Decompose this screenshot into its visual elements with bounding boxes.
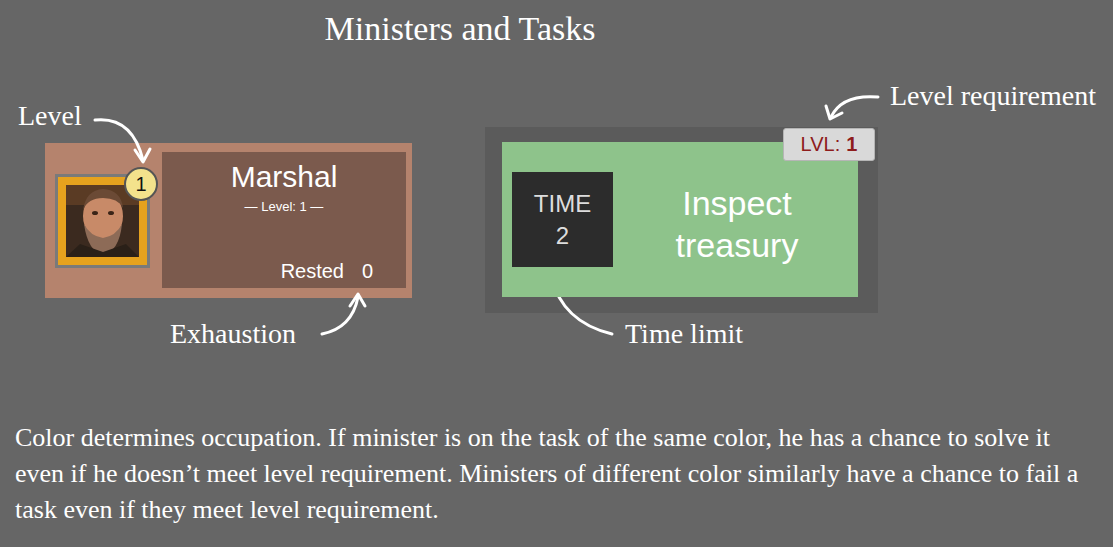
node-text: Rested [281,260,344,283]
annotation-label: Level [18,100,82,132]
node-text: 2 [512,222,613,250]
annotation-label: Exhaustion [170,318,296,350]
node-text: LVL: [801,133,841,156]
node-text: 1 [846,133,857,156]
level-requirement-badge: LVL:1 [783,128,875,161]
task-frame [485,127,878,313]
task-card: Inspect treasury TIME 2 [502,142,858,297]
node-text: 1 [135,173,146,196]
caption-note: Color determines occupation. If minister… [15,420,1085,528]
node-text: TIME [512,190,613,218]
node-text: Inspect treasury [627,182,847,266]
node-text: — Level: 1 — [162,199,406,214]
title: Ministers and Tasks [0,10,920,48]
level-badge: 1 [124,167,158,201]
time-box: TIME 2 [512,172,613,267]
node-text: Marshal [162,160,406,194]
minister-panel: Marshal — Level: 1 — Rested 0 [162,152,406,288]
node-text: 0 [362,260,373,283]
annotation-label: Level requirement [890,80,1096,112]
annotation-label: Time limit [625,318,743,350]
minister-card [45,143,412,298]
leader-arrows [95,97,878,334]
